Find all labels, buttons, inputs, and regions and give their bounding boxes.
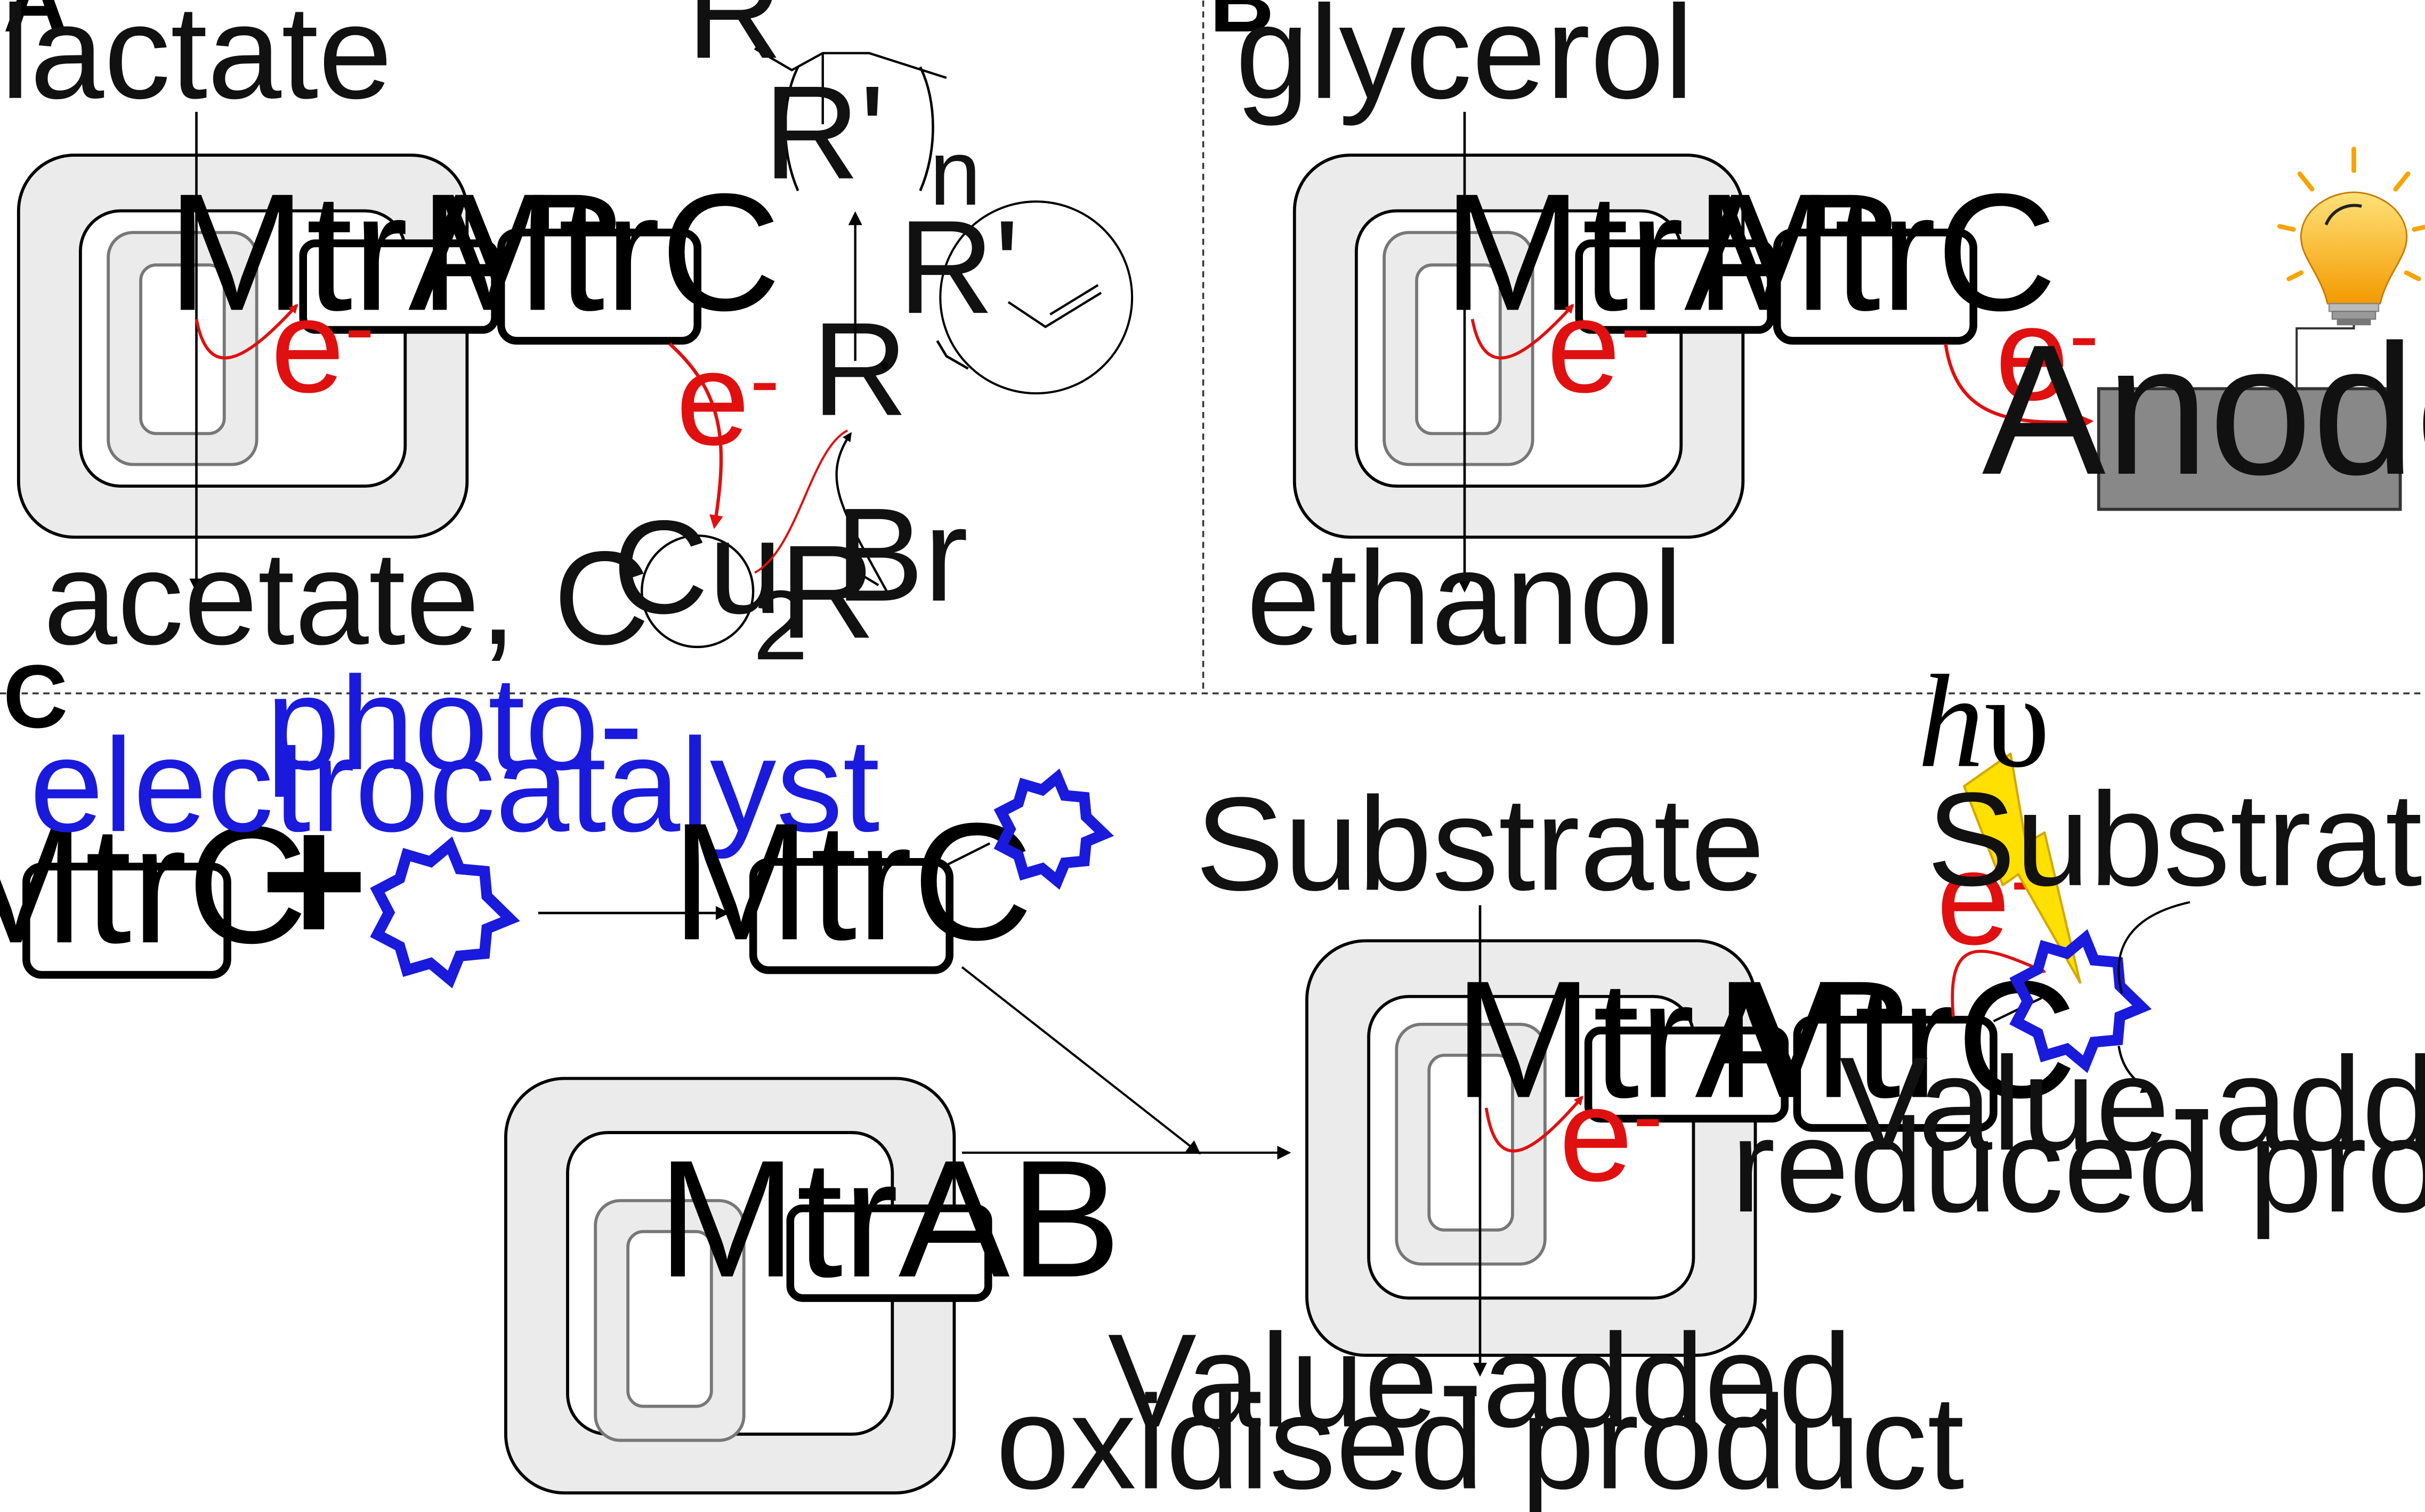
catalyst-star-conjugated xyxy=(993,768,1114,890)
radical-dot xyxy=(881,362,888,369)
mtrab-box-c-left xyxy=(786,1204,992,1302)
anode-box xyxy=(2097,387,2402,511)
electron-label-b1: e- xyxy=(1547,271,1651,420)
substrate-label-cell: Substrate xyxy=(1195,770,1765,918)
panel-b-letter: B xyxy=(1209,0,1274,51)
electron-arrow-cu xyxy=(668,342,723,529)
monomer-r-label: R' xyxy=(898,192,1020,341)
polymer-r-label: R xyxy=(686,0,782,86)
anode-label: Anode xyxy=(1982,306,2425,513)
plus-sign: + xyxy=(260,776,368,983)
polymer-close-bracket xyxy=(919,66,934,191)
catalyst-star-reaction xyxy=(2009,929,2152,1073)
electron-arrow-inner-b xyxy=(1470,304,1574,360)
lightning-bolt-icon xyxy=(1963,752,2082,984)
mtrc-label-conjugated: MtrC xyxy=(671,788,1033,975)
polymer-open-bracket xyxy=(784,66,799,191)
monomer-double-bond xyxy=(1049,284,1099,316)
mtrab-box-b xyxy=(1575,239,1775,334)
electron-label-a2: e- xyxy=(676,324,780,473)
initiation-curve xyxy=(754,429,848,574)
mtrc-box-free xyxy=(22,862,231,979)
panel-a: A lactate acetate, CO2 MtrAB MtrC e- e- … xyxy=(1,0,1134,681)
catalyst-star-free xyxy=(370,836,520,989)
reduced-label-2: reduced product xyxy=(1731,1091,2425,1240)
initiator-r-label: R xyxy=(779,518,875,666)
electron-arrow-inner-a xyxy=(195,304,298,360)
electron-arrow-anode xyxy=(1944,343,2094,429)
mtrab-label-c-left: MtrAB xyxy=(657,1126,1121,1312)
mtrab-box-c-right xyxy=(1584,1026,1789,1123)
ethanol-label: ethanol xyxy=(1247,523,1683,672)
oxidised-label-2: oxidised product xyxy=(996,1368,1964,1512)
panel-b: B glycerol ethanol MtrAB MtrC e- e- Anod… xyxy=(1209,0,2425,672)
radical-label: R xyxy=(812,295,908,443)
mtrc-box-conjugated xyxy=(749,858,953,974)
electron-arrow-inner-c xyxy=(1484,1095,1583,1153)
conjugate-to-cell-arrow xyxy=(961,966,1201,1155)
panel-c-letter: C xyxy=(3,646,68,747)
mtrc-box-a xyxy=(497,228,701,345)
polymer-r2-label: R' xyxy=(764,58,885,207)
glycerol-label: glycerol xyxy=(1235,0,1694,126)
electron-label-c1: e- xyxy=(1559,1060,1663,1209)
mtrc-box-c-right xyxy=(1793,1016,1998,1132)
initiator-br-label: Br xyxy=(835,480,968,629)
electron-label-b2: e- xyxy=(1995,279,2099,428)
acetate-label: acetate, CO2 xyxy=(43,523,808,681)
monomer-cycle xyxy=(939,200,1134,395)
cu-catalyst xyxy=(641,534,755,649)
monomer-bond xyxy=(1007,292,1102,328)
catalyst-label-1: photo- xyxy=(266,649,643,797)
mtrc-label-b: MtrC xyxy=(1695,159,2057,345)
product-arrow xyxy=(2117,1046,2156,1093)
electron-arrow-catalyst xyxy=(1951,949,2047,1017)
lactate-label: lactate xyxy=(1,0,392,126)
catalyst-label-2: electrocatalyst xyxy=(30,710,880,859)
lightbulb-icon xyxy=(2277,147,2425,326)
cycle-arrowhead xyxy=(936,340,969,370)
initiation-arrow xyxy=(835,432,891,597)
mtrab-box-a xyxy=(299,239,499,334)
oxidised-label-1: Value-added xyxy=(1108,1306,1853,1454)
reduced-label-1: Value-added xyxy=(1839,1029,2425,1178)
substrate-label-catalyst: Substrate xyxy=(1927,765,2425,913)
conjugate-linker xyxy=(943,842,991,868)
polymer-n-label: n xyxy=(929,120,981,224)
panel-c: C MtrC + photo- electrocatalyst MtrC Mtr… xyxy=(0,646,2425,1512)
initiator-bond-2 xyxy=(862,575,879,586)
mtrc-box-b xyxy=(1773,228,1977,345)
cu-label: Cu xyxy=(612,492,782,641)
electron-label-a1: e- xyxy=(271,271,375,420)
initiator-bond-1 xyxy=(831,575,864,599)
panel-a-letter: A xyxy=(3,0,68,51)
hv-label: hυ xyxy=(1918,648,2050,795)
mtrc-label-a: MtrC xyxy=(419,159,781,345)
mtrc-label-free: MtrC xyxy=(0,791,308,978)
substrate-curve xyxy=(2117,901,2190,994)
